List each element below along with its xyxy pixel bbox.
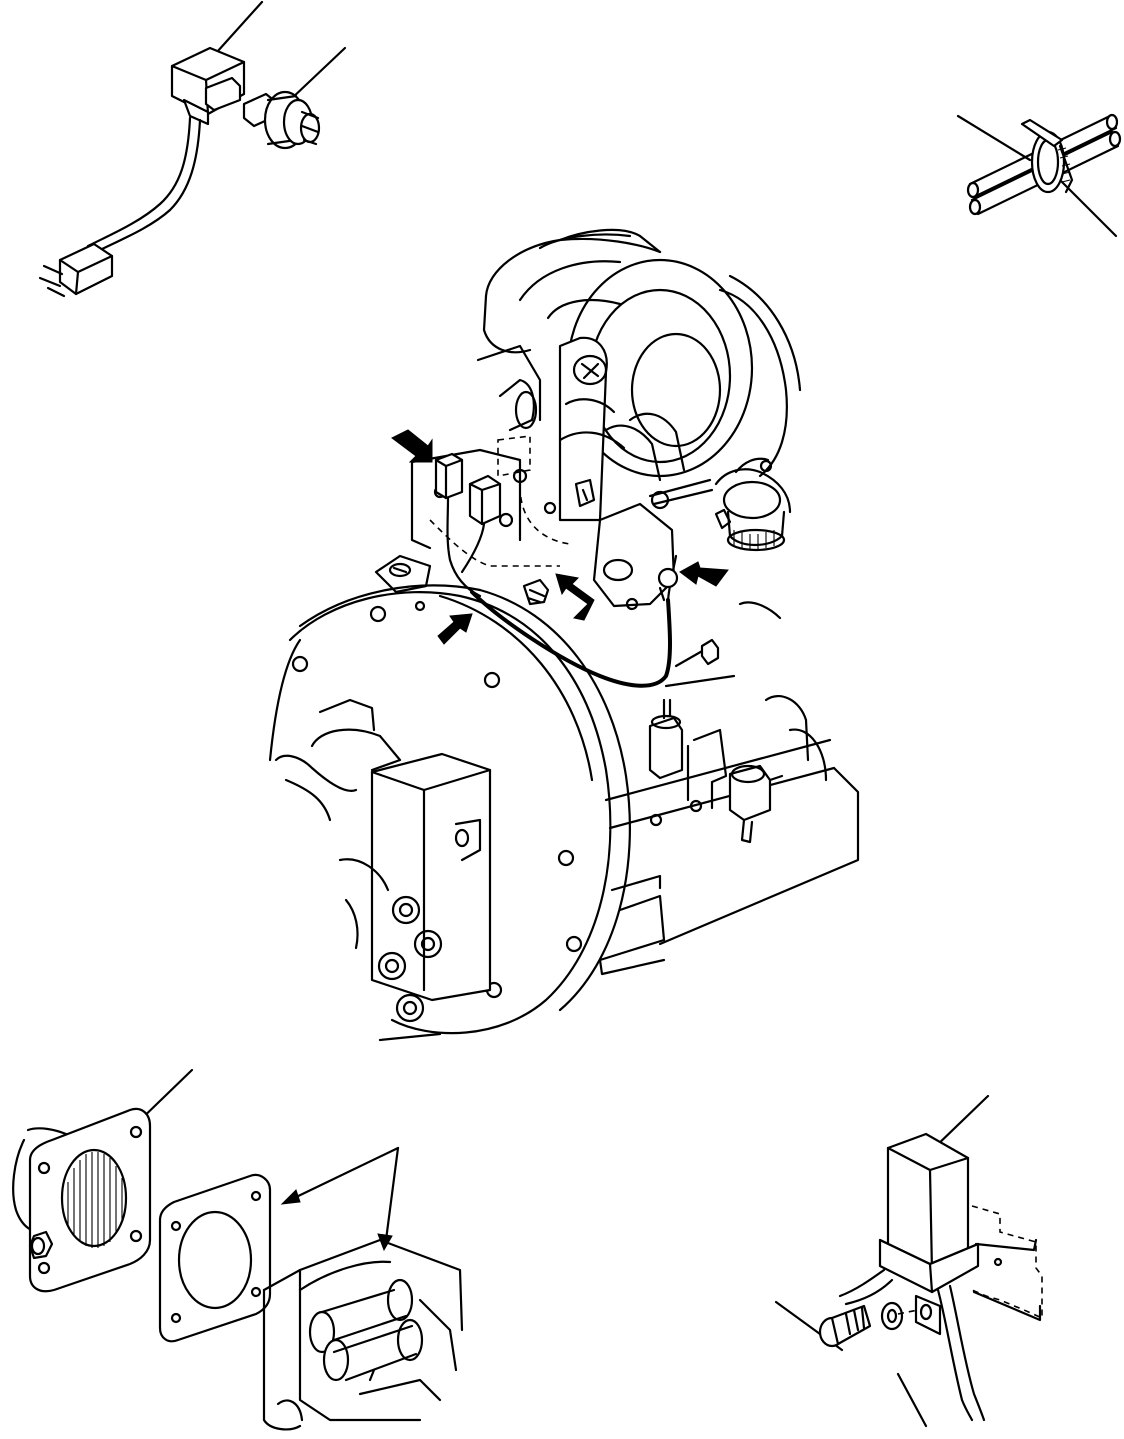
indicator-arrows xyxy=(391,429,729,645)
bolt xyxy=(818,1304,872,1348)
mounting-bracket xyxy=(410,344,571,567)
arrow-icon xyxy=(555,573,595,621)
upper-housing xyxy=(482,228,802,522)
plug xyxy=(38,242,114,298)
small-sensor xyxy=(522,578,550,606)
temperature-sensor xyxy=(242,90,321,150)
gasket xyxy=(158,1173,272,1343)
detail-relay-mount xyxy=(774,1094,1043,1428)
detail-hose-clamp xyxy=(956,113,1122,238)
port-housing xyxy=(262,1238,464,1431)
relay xyxy=(878,1132,980,1294)
mounting-plate xyxy=(914,1205,1043,1336)
arrow-icon xyxy=(437,613,473,645)
washer xyxy=(880,1301,904,1331)
flywheel-housing xyxy=(268,584,631,1042)
leader-line xyxy=(930,1094,990,1152)
detail-flange-gasket xyxy=(12,1068,464,1431)
arrow-icon xyxy=(679,561,729,587)
connector-pair xyxy=(434,452,502,598)
leader-line xyxy=(896,1372,928,1428)
detail-connector-and-sensor xyxy=(38,0,347,298)
engine-assembly xyxy=(268,228,860,1042)
flange-mount xyxy=(12,1107,152,1293)
leader-line xyxy=(1058,178,1118,238)
cable-tie xyxy=(1020,118,1074,194)
cables xyxy=(838,1268,986,1422)
filter-assembly xyxy=(648,457,792,620)
leader-line xyxy=(956,114,1032,162)
cable xyxy=(94,118,202,254)
wiring-harness xyxy=(470,554,736,688)
frame-rail xyxy=(598,694,860,976)
arrow-icon xyxy=(391,429,433,463)
connector-housing xyxy=(170,46,246,126)
leader-line xyxy=(288,46,347,102)
